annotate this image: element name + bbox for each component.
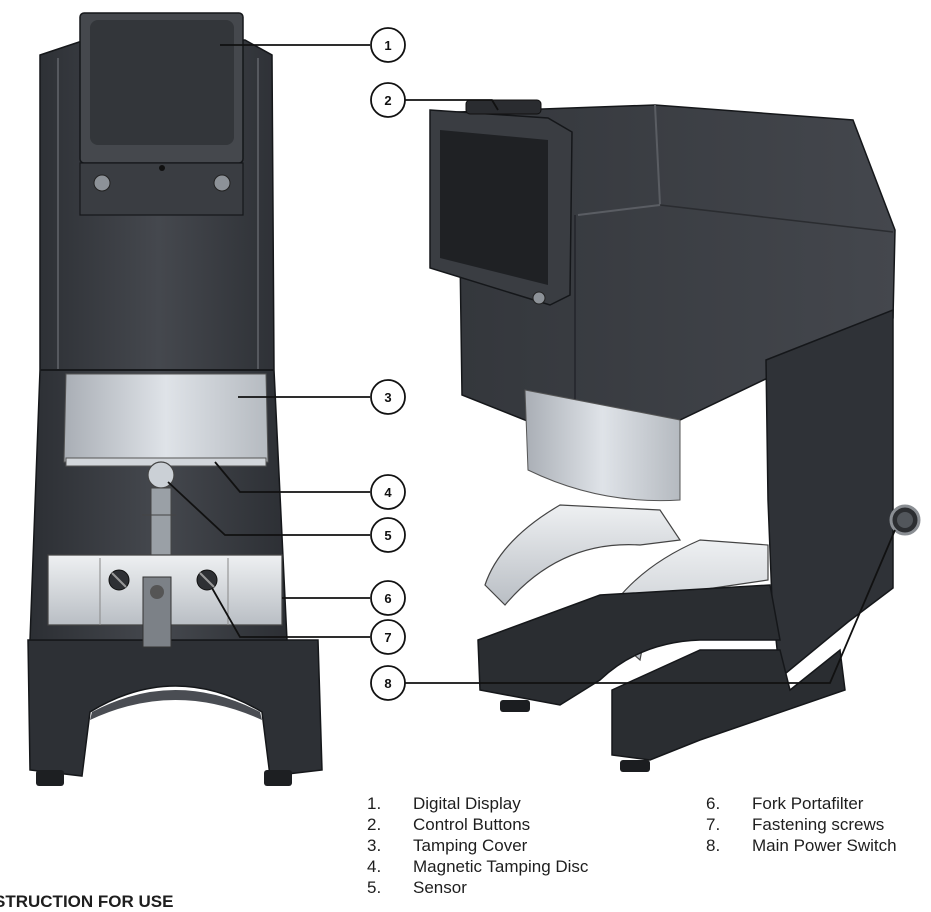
front-foot-right xyxy=(264,770,292,786)
legend-number: 7. xyxy=(706,815,721,834)
legend-label: Fastening screws xyxy=(752,815,885,834)
svg-text:5: 5 xyxy=(384,528,391,543)
legend-number: 3. xyxy=(367,836,382,855)
side-fork-left xyxy=(484,504,682,606)
legend-item-4: 4. Magnetic Tamping Disc xyxy=(367,857,588,877)
leader-lines xyxy=(167,44,896,684)
side-base-leg-left xyxy=(477,584,781,706)
leader-4 xyxy=(214,461,370,493)
callout-5: 5 xyxy=(370,517,406,553)
callout-8: 8 xyxy=(370,665,406,701)
side-base-leg-right xyxy=(611,648,846,761)
svg-text:6: 6 xyxy=(384,591,391,606)
legend-label: Tamping Cover xyxy=(413,836,528,855)
svg-text:7: 7 xyxy=(384,630,391,645)
legend-label: Digital Display xyxy=(413,794,521,813)
legend-number: 2. xyxy=(367,815,382,834)
front-screw-left xyxy=(93,174,111,192)
side-view xyxy=(429,99,921,772)
callouts: 1 2 3 4 5 6 7 8 xyxy=(370,27,406,701)
front-base xyxy=(27,639,323,777)
side-display-screw xyxy=(532,291,546,305)
callout-4: 4 xyxy=(370,474,406,510)
front-foot-left xyxy=(36,770,64,786)
leader-7 xyxy=(211,587,370,638)
legend-label: Sensor xyxy=(413,878,467,897)
side-stand xyxy=(765,308,894,680)
legend-number: 6. xyxy=(706,794,721,813)
callout-3: 3 xyxy=(370,379,406,415)
legend-number: 5. xyxy=(367,878,382,897)
callout-2: 2 xyxy=(370,82,406,118)
svg-text:8: 8 xyxy=(384,676,391,691)
legend-item-3: 3. Tamping Cover xyxy=(367,836,527,856)
legend-item-6: 6. Fork Portafilter xyxy=(706,794,863,814)
legend-item-8: 8. Main Power Switch xyxy=(706,836,897,856)
front-tamping-cover xyxy=(63,373,269,463)
legend-label: Main Power Switch xyxy=(752,836,897,855)
svg-text:1: 1 xyxy=(384,38,391,53)
side-display-screen xyxy=(440,130,548,285)
callout-1: 1 xyxy=(370,27,406,63)
front-view xyxy=(27,12,323,786)
legend-number: 1. xyxy=(367,794,382,813)
leader-8 xyxy=(405,529,896,684)
callout-6: 6 xyxy=(370,580,406,616)
svg-text:2: 2 xyxy=(384,93,391,108)
side-control-buttons xyxy=(465,99,542,115)
leader-2 xyxy=(405,99,499,111)
legend-number: 4. xyxy=(367,857,382,876)
legend-label: Control Buttons xyxy=(413,815,531,834)
callout-7: 7 xyxy=(370,619,406,655)
legend-item-5: 5. Sensor xyxy=(367,878,467,898)
front-screw-right xyxy=(213,174,231,192)
legend-number: 8. xyxy=(706,836,721,855)
legend-item-7: 7. Fastening screws xyxy=(706,815,884,835)
svg-text:3: 3 xyxy=(384,390,391,405)
front-display-screen xyxy=(90,20,234,145)
leader-5 xyxy=(167,481,370,536)
svg-text:4: 4 xyxy=(384,485,392,500)
legend-item-1: 1. Digital Display xyxy=(367,794,521,814)
legend-label: Fork Portafilter xyxy=(752,794,864,813)
side-tamping-cover xyxy=(524,389,681,502)
section-heading: STRUCTION FOR USE xyxy=(0,892,174,911)
legend-item-2: 2. Control Buttons xyxy=(367,815,530,835)
legend-label: Magnetic Tamping Disc xyxy=(413,857,589,876)
front-base-arch xyxy=(90,690,262,720)
